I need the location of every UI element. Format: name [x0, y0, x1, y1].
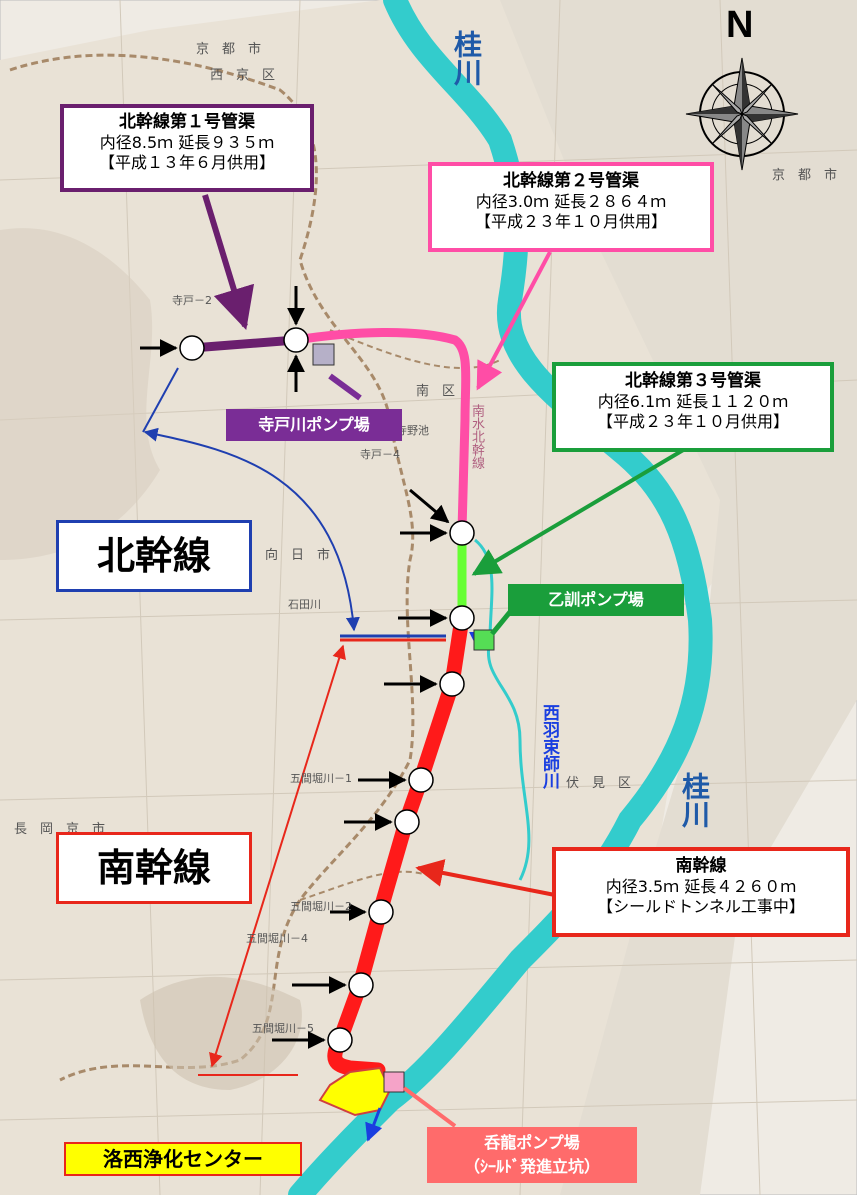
- map-label-goken2: 五間堀川－2: [290, 900, 352, 913]
- donryu-leader: [402, 1086, 457, 1128]
- donryu-pump-marker: [383, 1071, 405, 1093]
- teradogawa-pump-label: 寺戸川ポンプ場: [226, 409, 402, 441]
- south-trunk-label: 南幹線: [56, 832, 252, 904]
- line1-pipe: [187, 335, 301, 353]
- otokuni-pump-label: 乙訓ポンプ場: [508, 584, 684, 616]
- nishihabashi-river-label: 西羽束師川: [539, 704, 559, 789]
- inflow-point: [449, 520, 475, 546]
- hill-area: [0, 228, 160, 560]
- urban-area: [500, 0, 857, 1195]
- katsura-river-label-lower: 桂川: [678, 772, 711, 828]
- map-label-kyoto-city-top: 京 都 市: [196, 42, 262, 57]
- inflow-point: [394, 809, 420, 835]
- callout-south-date: 【シールドトンネル工事中】: [597, 897, 805, 917]
- map-label-nishikyo-ku: 西 京 区: [210, 68, 276, 83]
- map-label-fushimi-ku: 伏 見 区: [566, 776, 632, 791]
- compass-rose-icon: [685, 57, 799, 171]
- south-leader: [415, 859, 556, 897]
- map-label-muko-city: 向 日 市: [265, 548, 331, 563]
- callout-line1-spec: 内径8.5ｍ 延長９３５ｍ: [99, 133, 275, 153]
- map-label-ishida: 石田川: [288, 598, 321, 611]
- callout-south-title: 南幹線: [675, 856, 727, 876]
- callout-south: 南幹線 内径3.5ｍ 延長４２６０ｍ 【シールドトンネル工事中】: [552, 847, 850, 937]
- callout-line2-title: 北幹線第２号管渠: [503, 171, 639, 191]
- rakusai-center-label: 洛西浄化センター: [64, 1142, 302, 1176]
- map-label-goken4: 五間堀川－4: [246, 932, 308, 945]
- north-span-arrow: [143, 427, 360, 632]
- callout-line2-spec: 内径3.0ｍ 延長２８６４ｍ: [475, 192, 667, 212]
- callout-line1: 北幹線第１号管渠 内径8.5ｍ 延長９３５ｍ 【平成１３年６月供用】: [60, 104, 314, 192]
- callout-line3-spec: 内径6.1ｍ 延長１１２０ｍ: [597, 392, 789, 412]
- line3-leader: [471, 444, 692, 576]
- inflow-point: [408, 767, 434, 793]
- callout-line2: 北幹線第２号管渠 内径3.0ｍ 延長２８６４ｍ 【平成２３年１０月供用】: [428, 162, 714, 252]
- callout-south-spec: 内径3.5ｍ 延長４２６０ｍ: [605, 877, 797, 897]
- north-trunk-label: 北幹線: [56, 520, 252, 592]
- map-label-terado2: 寺戸－2: [172, 294, 212, 307]
- map-label-minami-ku: 南 区: [416, 384, 456, 399]
- map-label-minami-suiko-kansen: 南水北幹線: [469, 404, 484, 469]
- north-extent-line: [142, 367, 179, 433]
- south-span-arrow: [209, 644, 346, 1068]
- map-label-kyoto-city-right: 京 都 市: [772, 168, 838, 183]
- katsura-river-label-upper: 桂川: [450, 30, 483, 86]
- otokuni-leader: [490, 610, 512, 636]
- callout-line1-title: 北幹線第１号管渠: [119, 112, 255, 132]
- line1-leader: [202, 194, 255, 331]
- donryu-pump-subtitle: （ｼｰﾙﾄﾞ発進立坑）: [463, 1157, 600, 1176]
- line2-pipe: [291, 328, 471, 535]
- inflow-point: [179, 335, 205, 361]
- inflow-point: [283, 327, 309, 353]
- outflow-arrow-icon: [365, 1107, 383, 1142]
- map-label-goken5: 五間堀川－5: [252, 1022, 314, 1035]
- inflow-point: [368, 899, 394, 925]
- donryu-pump-label: 呑龍ポンプ場 （ｼｰﾙﾄﾞ発進立坑）: [427, 1127, 637, 1183]
- callout-line2-date: 【平成２３年１０月供用】: [474, 212, 667, 232]
- inflow-point: [439, 671, 465, 697]
- inflow-point: [327, 1027, 353, 1053]
- callout-line3-date: 【平成２３年１０月供用】: [596, 412, 789, 432]
- rakusai-site: [318, 1066, 392, 1117]
- inflow-point: [348, 972, 374, 998]
- teradogawa-pump-marker: [312, 343, 335, 366]
- map-label-goken1: 五間堀川－1: [290, 772, 352, 785]
- donryu-pump-title: 呑龍ポンプ場: [484, 1133, 580, 1152]
- inflow-arrow-icon: [409, 488, 450, 524]
- map-label-teranoike: 寺野池: [396, 424, 429, 437]
- callout-line3-title: 北幹線第３号管渠: [625, 371, 761, 391]
- callout-line1-date: 【平成１３年６月供用】: [98, 153, 275, 173]
- nishihabashi-river: [474, 538, 531, 881]
- teradogawa-leader: [328, 373, 362, 401]
- map-label-terado4: 寺戸－4: [360, 448, 400, 461]
- compass-north-label: N: [726, 4, 754, 46]
- callout-line3: 北幹線第３号管渠 内径6.1ｍ 延長１１２０ｍ 【平成２３年１０月供用】: [552, 362, 834, 452]
- otokuni-pump-marker: [473, 629, 495, 651]
- line2-leader: [476, 251, 552, 391]
- inflow-point: [449, 605, 475, 631]
